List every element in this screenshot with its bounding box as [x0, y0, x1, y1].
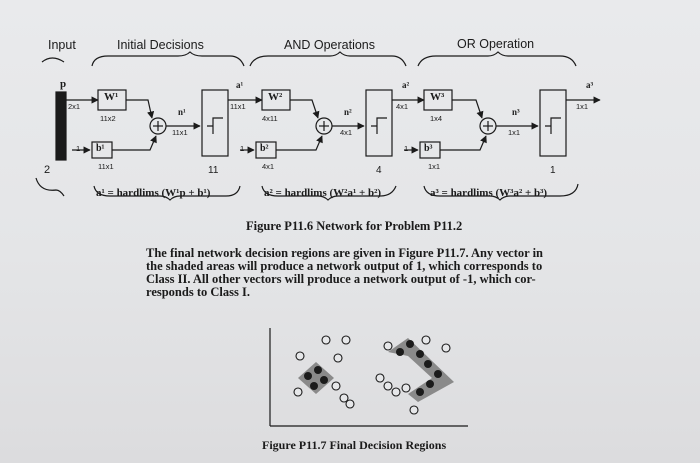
section-input: Input	[48, 38, 76, 52]
dim1-label: 11	[208, 165, 219, 176]
bias-input-1-label: 1	[76, 144, 81, 153]
a1-size-label: 11x1	[230, 102, 246, 111]
n2-label: n²	[344, 107, 352, 117]
n1-size-label: 11x1	[172, 128, 188, 137]
bias-input-3-label: 1	[404, 144, 409, 153]
b3-size-label: 1x1	[428, 162, 441, 171]
paragraph-line-4: responds to Class I.	[146, 285, 250, 299]
n1-label: n¹	[178, 107, 186, 117]
shaded-region-right	[388, 338, 454, 402]
paragraph-line-1: The final network decision regions are g…	[146, 246, 543, 260]
w2-size-label: 4x11	[262, 114, 278, 123]
b2-size-label: 4x1	[262, 162, 275, 171]
shaded-region-left	[298, 362, 334, 394]
b2-label: b²	[260, 143, 269, 154]
bias-input-2-label: 1	[240, 144, 245, 153]
section-initial-decisions: Initial Decisions	[117, 38, 204, 52]
a2-size-label: 4x1	[396, 102, 409, 111]
input-dim-label: 2	[44, 164, 51, 176]
w1-size-label: 11x2	[100, 114, 116, 123]
b1-size-label: 11x1	[98, 162, 114, 171]
figure-p11-6-caption: Figure P11.6 Network for Problem P11.2	[246, 219, 463, 233]
equation-layer-1: a¹ = hardlims (W¹p + b¹)	[96, 187, 211, 199]
w3-label: W³	[430, 91, 445, 103]
dim3-label: 1	[550, 165, 556, 176]
equation-layer-3: a³ = hardlims (W³a² + b³)	[430, 187, 548, 199]
w3-size-label: 1x4	[430, 114, 443, 123]
paragraph-line-3: Class II. All other vectors will produce…	[146, 272, 536, 286]
a1-label: a¹	[236, 80, 244, 90]
equation-layer-2: a² = hardlims (W²a¹ + b²)	[264, 187, 382, 199]
dim2-label: 4	[376, 165, 382, 176]
figure-p11-7-caption: Figure P11.7 Final Decision Regions	[262, 438, 447, 452]
body-paragraph: The final network decision regions are g…	[146, 247, 616, 299]
a2-label: a²	[402, 80, 410, 90]
a3-label: a³	[586, 80, 594, 90]
input-p-label: p	[60, 78, 67, 90]
n2-size-label: 4x1	[340, 128, 353, 137]
b3-label: b³	[424, 143, 433, 154]
section-and-operations: AND Operations	[284, 38, 376, 52]
w2-label: W²	[268, 91, 283, 103]
n3-size-label: 1x1	[508, 128, 521, 137]
section-or-operation: OR Operation	[457, 37, 535, 51]
b1-label: b¹	[96, 143, 105, 154]
input-size-label: 2x1	[68, 102, 81, 111]
paragraph-line-2: the shaded areas will produce a network …	[146, 259, 543, 273]
a3-size-label: 1x1	[576, 102, 589, 111]
n3-label: n³	[512, 107, 520, 117]
w1-label: W¹	[104, 91, 119, 103]
